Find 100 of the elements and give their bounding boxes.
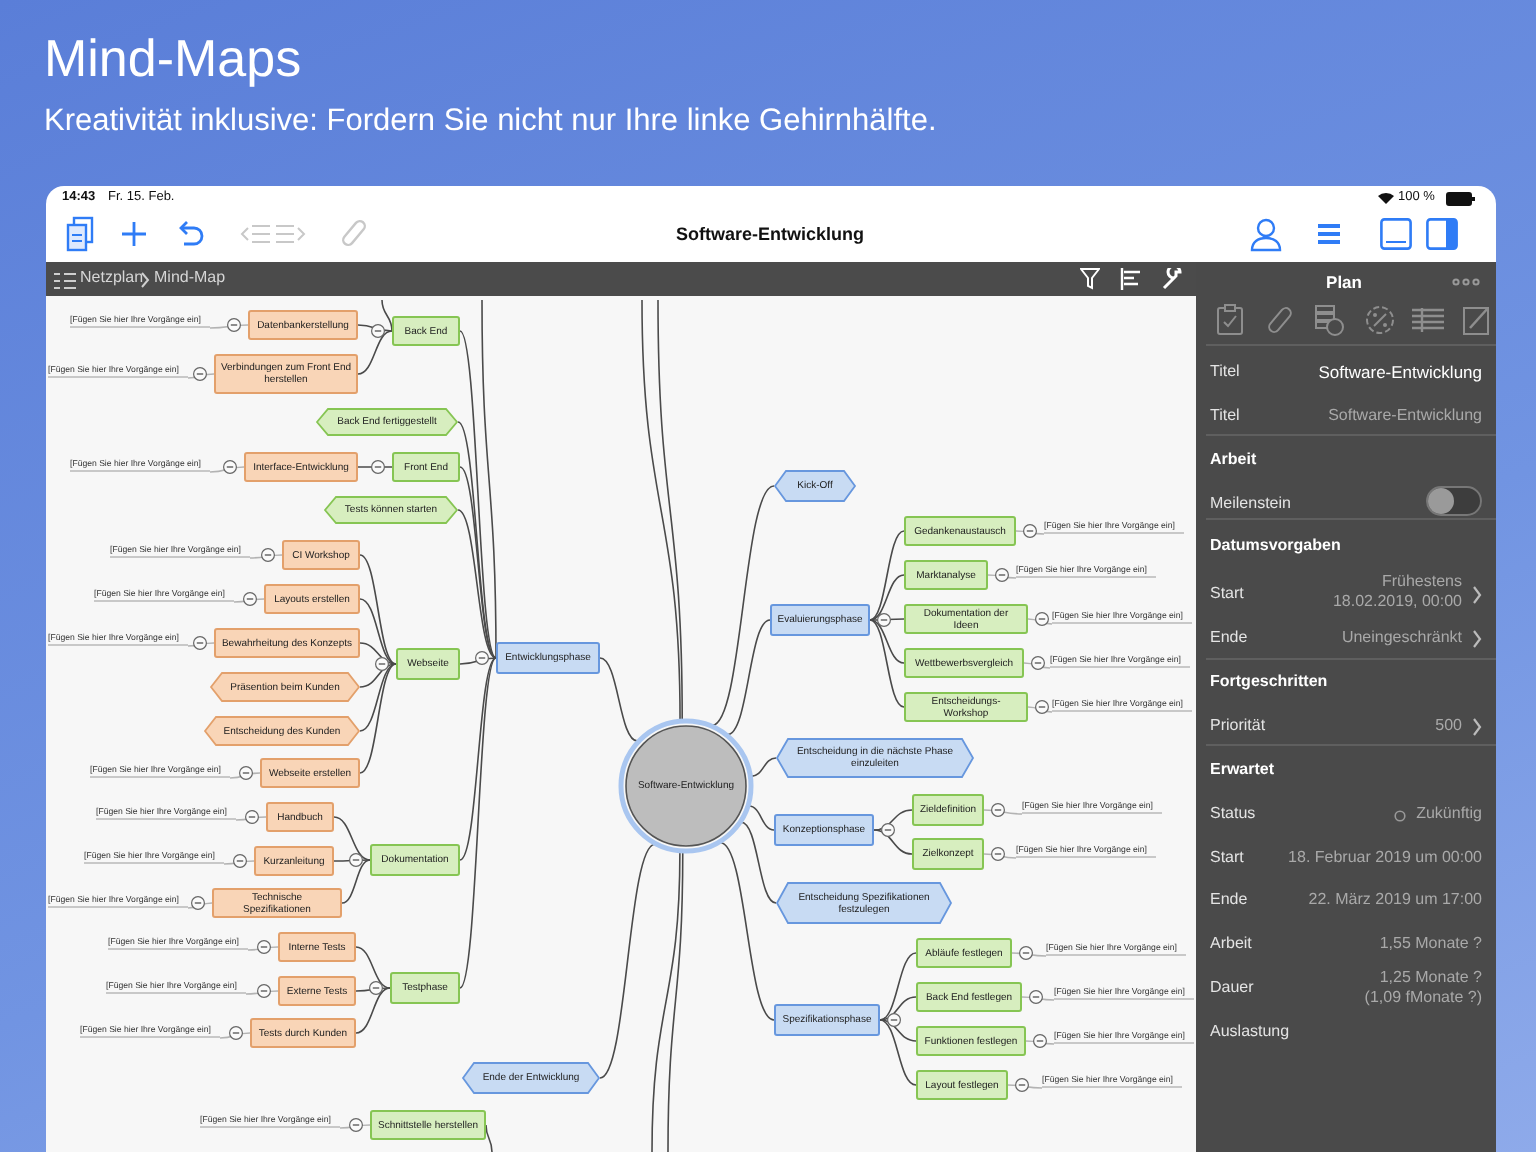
milestone-hexagon (324, 496, 458, 524)
branch-line (235, 816, 267, 821)
branch-line (987, 574, 1017, 579)
milestone-hexagon (776, 882, 952, 924)
field-value: Zukünftig (1416, 804, 1482, 824)
branch-line (249, 554, 283, 559)
milestone-hexagon (210, 672, 360, 702)
branch-line (869, 574, 905, 621)
summary-task-box (916, 1026, 1026, 1056)
branch-line (333, 816, 371, 861)
task-box (212, 888, 342, 918)
task-box (266, 802, 334, 832)
branch-line (879, 996, 917, 1021)
branch-line (1015, 530, 1045, 535)
page-subtitle: Kreativität inklusive: Fordern Sie nicht nur Ihre linke Gehirnhälfte. (44, 104, 937, 142)
branch-line (223, 860, 255, 865)
field-label: Meilenstein (1210, 494, 1291, 514)
task-box (250, 1018, 356, 1048)
branch-line (459, 330, 497, 659)
branch-line (381, 299, 393, 332)
task-box (214, 628, 360, 658)
milestone-hexagon (204, 716, 360, 746)
task-box (260, 758, 360, 788)
branch-line (1023, 662, 1051, 669)
branch-line (459, 466, 497, 659)
branch-line (726, 619, 771, 736)
branch-line (599, 843, 656, 1079)
branch-line (485, 1124, 493, 1152)
task-box (244, 452, 358, 482)
section-heading: Arbeit (1210, 450, 1257, 470)
branch-line (459, 657, 497, 861)
field-label: Start (1210, 848, 1244, 868)
branch-line (873, 829, 913, 855)
branch-line (599, 657, 639, 742)
breadcrumb-current: Mind-Map (154, 268, 226, 288)
branch-line (983, 853, 1017, 859)
field-value: 1,55 Monate ? (1379, 934, 1482, 954)
section-heading: Erwartet (1210, 760, 1275, 780)
field-label: Titel (1210, 362, 1240, 382)
summary-task-box (912, 838, 984, 870)
milestone-hexagon (316, 408, 458, 436)
phase-box (774, 814, 874, 846)
breadcrumb-link: Netzplan (80, 268, 144, 288)
summary-task-box (904, 516, 1016, 546)
branch-line (459, 657, 497, 989)
task-box (264, 584, 360, 614)
field-label: Auslastung (1210, 1022, 1290, 1042)
branch-line (719, 841, 775, 1021)
branch-line (651, 850, 681, 1152)
branch-line (209, 466, 245, 473)
branch-line (879, 952, 917, 1021)
field-label: Start (1210, 584, 1244, 604)
branch-line (245, 990, 279, 995)
field-label: Arbeit (1210, 934, 1252, 954)
branch-line (869, 619, 905, 708)
summary-task-box (904, 560, 988, 590)
phase-box (770, 604, 870, 636)
branch-line (359, 663, 397, 732)
field-label: Ende (1210, 890, 1248, 910)
field-label: Status (1210, 804, 1256, 824)
field-value: 22. März 2019 um 17:00 (1308, 890, 1482, 910)
field-value: Uneingeschränkt (1341, 628, 1462, 648)
branch-line (1027, 706, 1053, 713)
branch-line (359, 663, 397, 688)
branch-line (667, 851, 684, 1152)
branch-line (359, 663, 397, 774)
branch-line (869, 619, 905, 664)
summary-task-box (904, 604, 1028, 634)
branch-line (1007, 1084, 1043, 1089)
branch-line (873, 809, 913, 831)
field-value: Software-Entwicklung (1328, 406, 1482, 426)
branch-line (355, 987, 391, 992)
summary-task-box (370, 1110, 486, 1140)
branch-line (1027, 618, 1053, 625)
branch-line (748, 805, 775, 831)
branch-line (357, 330, 393, 375)
branch-line (1021, 996, 1055, 1001)
branch-line (869, 530, 905, 621)
branch-line (711, 485, 775, 727)
branch-line (359, 554, 397, 665)
field-value: Frühestens 18.02.2019, 00:00 (1330, 572, 1462, 611)
phase-box (496, 642, 600, 674)
task-box (282, 540, 360, 570)
branch-line (879, 1019, 917, 1042)
branch-line (357, 324, 393, 332)
branch-line (983, 809, 1023, 815)
branch-line (1025, 1040, 1055, 1045)
branch-line (359, 598, 397, 665)
branch-line (657, 299, 683, 721)
branch-line (457, 509, 497, 659)
branch-line (339, 1124, 371, 1129)
field-value: 1,25 Monate ? (1,09 fMonate ?) (1362, 968, 1482, 1007)
field-label: Titel (1210, 406, 1240, 426)
task-box (278, 932, 356, 962)
milestone-hexagon (462, 1062, 600, 1094)
summary-task-box (390, 972, 460, 1004)
section-heading: Fortgeschritten (1210, 672, 1328, 692)
branch-line (750, 757, 777, 778)
field-value: Software-Entwicklung (1318, 362, 1482, 383)
branch-line (355, 987, 391, 1034)
